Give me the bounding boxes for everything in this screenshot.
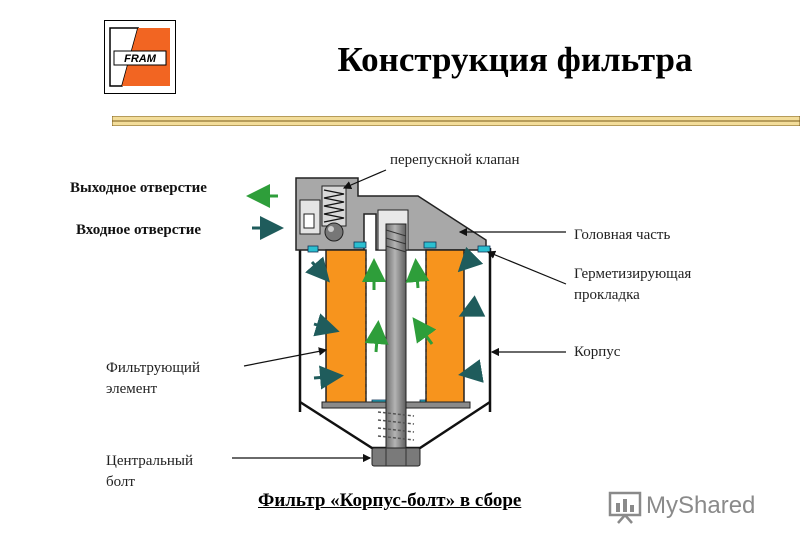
bypass-valve xyxy=(321,185,347,242)
leader-lines xyxy=(232,169,567,463)
label-bolt-line2: болт xyxy=(106,474,135,490)
label-filter-element: Фильтрующий элемент xyxy=(106,358,200,400)
label-central-bolt: Центральный болт xyxy=(106,451,193,493)
label-gasket-line2: прокладка xyxy=(574,287,640,303)
label-gasket-line1: Герметизирующая xyxy=(574,266,692,282)
presentation-icon xyxy=(608,491,642,524)
logo-text: FRAM xyxy=(124,53,157,65)
label-element-line1: Фильтрующий xyxy=(106,360,200,376)
page-title: Конструкция фильтра xyxy=(337,40,693,79)
label-head: Головная часть xyxy=(574,227,671,243)
label-inlet: Входное отверстие xyxy=(76,222,202,238)
diagram-caption: Фильтр «Корпус-болт» в сборе xyxy=(258,490,522,511)
label-gasket: Герметизирующая прокладка xyxy=(574,264,691,306)
label-bypass-valve: перепускной клапан xyxy=(390,152,520,168)
label-bolt-line1: Центральный xyxy=(106,453,194,469)
header-divider xyxy=(112,116,800,126)
fram-logo: FRAM xyxy=(104,20,176,94)
watermark-text: MyShared xyxy=(646,492,756,519)
flow-arrows xyxy=(246,184,486,390)
central-bolt xyxy=(371,223,421,467)
label-housing: Корпус xyxy=(574,344,621,360)
label-outlet: Выходное отверстие xyxy=(70,180,207,196)
label-element-line2: элемент xyxy=(106,381,158,397)
